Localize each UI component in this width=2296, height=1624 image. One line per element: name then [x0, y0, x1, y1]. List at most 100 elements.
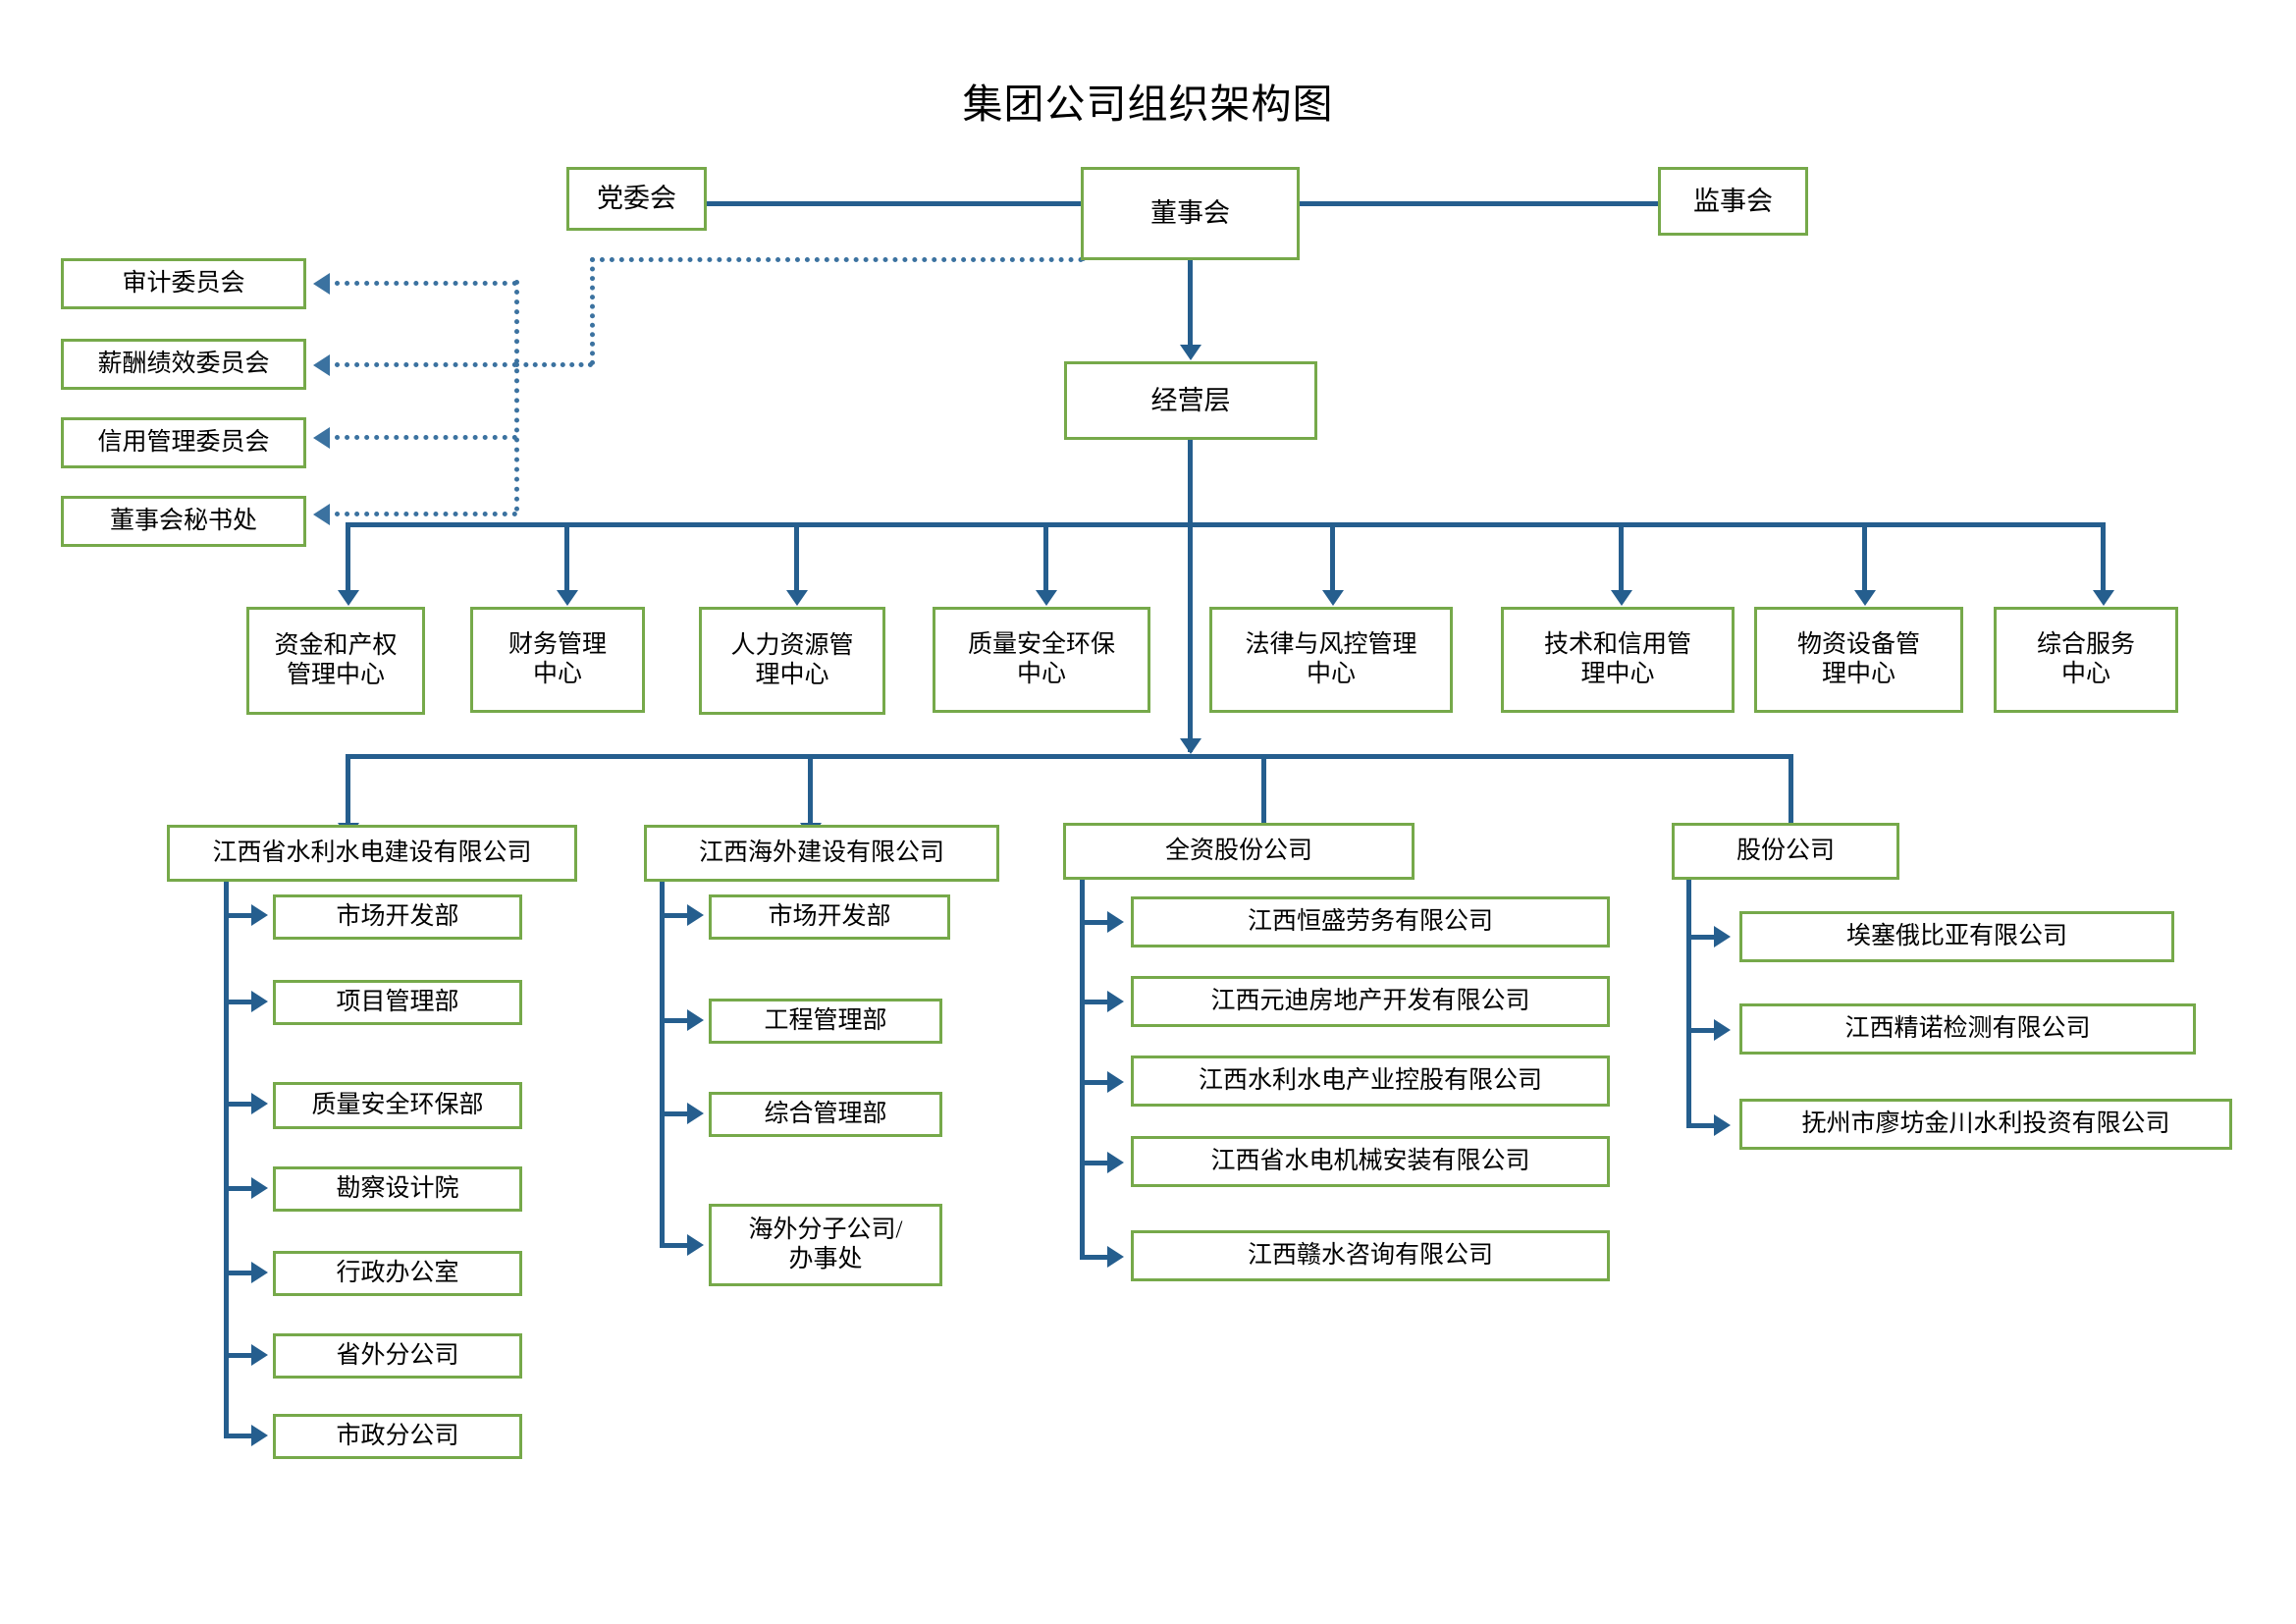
- node-supervisory-board[interactable]: 监事会: [1658, 167, 1808, 236]
- dotted-outer-to-inner: [514, 362, 593, 367]
- arrowhead-center-6: [1611, 590, 1632, 606]
- node-subsidiary-2[interactable]: 江西海外建设有限公司: [644, 825, 999, 882]
- arrowhead-s3-c5: [1107, 1246, 1124, 1268]
- node-management-center-4[interactable]: 质量安全环保 中心: [933, 607, 1150, 713]
- node-s3-child-2[interactable]: 江西元迪房地产开发有限公司: [1131, 976, 1610, 1027]
- node-management-center-5[interactable]: 法律与风控管理 中心: [1209, 607, 1453, 713]
- arrowhead-s2-c4: [687, 1234, 704, 1256]
- node-s1-child-1[interactable]: 市场开发部: [273, 894, 522, 940]
- arrowhead-center-3: [786, 590, 808, 606]
- node-board-of-directors[interactable]: 董事会: [1081, 167, 1300, 260]
- drop-center-6: [1619, 522, 1624, 594]
- arrowhead-audit-committee: [313, 273, 330, 295]
- page-title: 集团公司组织架构图: [962, 81, 1334, 127]
- node-audit-committee[interactable]: 审计委员会: [61, 258, 306, 309]
- node-subsidiary-3[interactable]: 全资股份公司: [1063, 823, 1415, 880]
- branch-s1-c6: [224, 1353, 253, 1358]
- arrowhead-s2-c1: [687, 904, 704, 926]
- branch-s4-c3: [1686, 1123, 1716, 1128]
- node-party-committee[interactable]: 党委会: [566, 167, 707, 231]
- node-s2-child-4[interactable]: 海外分子公司/ 办事处: [709, 1204, 942, 1286]
- arrowhead-s1-c2: [251, 991, 268, 1012]
- arrowhead-center-2: [557, 590, 578, 606]
- node-board-secretariat[interactable]: 董事会秘书处: [61, 496, 306, 547]
- node-credit-management-committee[interactable]: 信用管理委员会: [61, 417, 306, 468]
- connector-board-to-supervisory: [1299, 201, 1660, 206]
- node-s1-child-3[interactable]: 质量安全环保部: [273, 1082, 522, 1129]
- drop-subsidiary-4: [1789, 754, 1793, 829]
- center-6-line2: 理中心: [1580, 661, 1655, 687]
- arrowhead-s1-c4: [251, 1177, 268, 1199]
- center-3-line1: 人力资源管: [730, 631, 854, 659]
- node-compensation-committee[interactable]: 薪酬绩效委员会: [61, 339, 306, 390]
- arrowhead-compensation-committee: [313, 354, 330, 376]
- drop-center-3: [794, 522, 799, 594]
- dotted-to-credit-committee: [335, 435, 517, 440]
- node-s1-child-5[interactable]: 行政办公室: [273, 1251, 522, 1296]
- arrowhead-s3-c4: [1107, 1152, 1124, 1173]
- node-s1-child-7[interactable]: 市政分公司: [273, 1414, 522, 1459]
- node-s4-child-1[interactable]: 埃塞俄比亚有限公司: [1739, 911, 2174, 962]
- node-management-center-3[interactable]: 人力资源管 理中心: [699, 607, 885, 715]
- spine-subsidiary-3: [1080, 880, 1085, 1255]
- arrowhead-center-7: [1854, 590, 1876, 606]
- node-s4-child-3[interactable]: 抚州市廖坊金川水利投资有限公司: [1739, 1099, 2232, 1150]
- spine-subsidiary-2: [660, 882, 665, 1243]
- node-s1-child-4[interactable]: 勘察设计院: [273, 1166, 522, 1212]
- arrowhead-center-8: [2093, 590, 2114, 606]
- branch-s1-c5: [224, 1271, 253, 1275]
- node-management-center-7[interactable]: 物资设备管 理中心: [1754, 607, 1963, 713]
- branch-s1-c2: [224, 1000, 253, 1004]
- center-8-line1: 综合服务: [2036, 630, 2135, 658]
- node-s2-child-1[interactable]: 市场开发部: [709, 894, 950, 940]
- node-s1-child-2[interactable]: 项目管理部: [273, 980, 522, 1025]
- node-s3-child-5[interactable]: 江西赣水咨询有限公司: [1131, 1230, 1610, 1281]
- drop-center-2: [564, 522, 569, 594]
- arrowhead-secretariat: [313, 504, 330, 525]
- node-management-center-2[interactable]: 财务管理 中心: [470, 607, 645, 713]
- dotted-spine-outer: [590, 257, 595, 365]
- drop-subsidiary-1: [346, 754, 350, 829]
- node-s3-child-3[interactable]: 江西水利水电产业控股有限公司: [1131, 1056, 1610, 1107]
- arrowhead-s1-c7: [251, 1425, 268, 1446]
- node-s2-child-2[interactable]: 工程管理部: [709, 999, 942, 1044]
- branch-s3-c1: [1080, 920, 1109, 925]
- branch-s3-c4: [1080, 1161, 1109, 1165]
- dotted-to-secretariat: [335, 512, 517, 516]
- branch-s1-c7: [224, 1434, 253, 1438]
- arrowhead-center-1: [338, 590, 359, 606]
- drop-center-5: [1330, 522, 1335, 594]
- branch-s4-c1: [1686, 935, 1716, 940]
- node-management-layer[interactable]: 经营层: [1064, 361, 1317, 440]
- node-s3-child-1[interactable]: 江西恒盛劳务有限公司: [1131, 896, 1610, 947]
- arrowhead-s1-c1: [251, 904, 268, 926]
- node-subsidiary-4[interactable]: 股份公司: [1672, 823, 1899, 880]
- node-s4-child-2[interactable]: 江西精诺检测有限公司: [1739, 1003, 2196, 1055]
- dotted-to-compensation-committee: [335, 362, 517, 367]
- branch-s2-c1: [660, 913, 689, 918]
- node-subsidiary-1[interactable]: 江西省水利水电建设有限公司: [167, 825, 577, 882]
- branch-s3-c3: [1080, 1080, 1109, 1085]
- drop-center-4: [1043, 522, 1048, 594]
- arrowhead-s4-c2: [1714, 1019, 1731, 1041]
- arrowhead-center-5: [1322, 590, 1344, 606]
- branch-s1-c3: [224, 1102, 253, 1107]
- center-5-line2: 中心: [1306, 661, 1356, 687]
- node-s3-child-4[interactable]: 江西省水电机械安装有限公司: [1131, 1136, 1610, 1187]
- center-5-line1: 法律与风控管理: [1245, 630, 1417, 658]
- connector-management-to-subsidiary-bus: [1188, 522, 1193, 752]
- arrowhead-s3-c2: [1107, 991, 1124, 1012]
- dotted-board-run-left: [590, 257, 1084, 262]
- center-3-line2: 理中心: [755, 662, 829, 688]
- center-2-line2: 中心: [532, 661, 582, 687]
- node-s2-child-3[interactable]: 综合管理部: [709, 1092, 942, 1137]
- center-2-line1: 财务管理: [507, 630, 607, 658]
- node-management-center-8[interactable]: 综合服务 中心: [1994, 607, 2178, 713]
- node-management-center-1[interactable]: 资金和产权 管理中心: [246, 607, 425, 715]
- drop-subsidiary-3: [1261, 754, 1266, 829]
- arrowhead-subsidiary-bus: [1180, 738, 1201, 754]
- node-management-center-6[interactable]: 技术和信用管 理中心: [1501, 607, 1735, 713]
- node-s1-child-6[interactable]: 省外分公司: [273, 1333, 522, 1379]
- connector-management-down: [1188, 440, 1193, 525]
